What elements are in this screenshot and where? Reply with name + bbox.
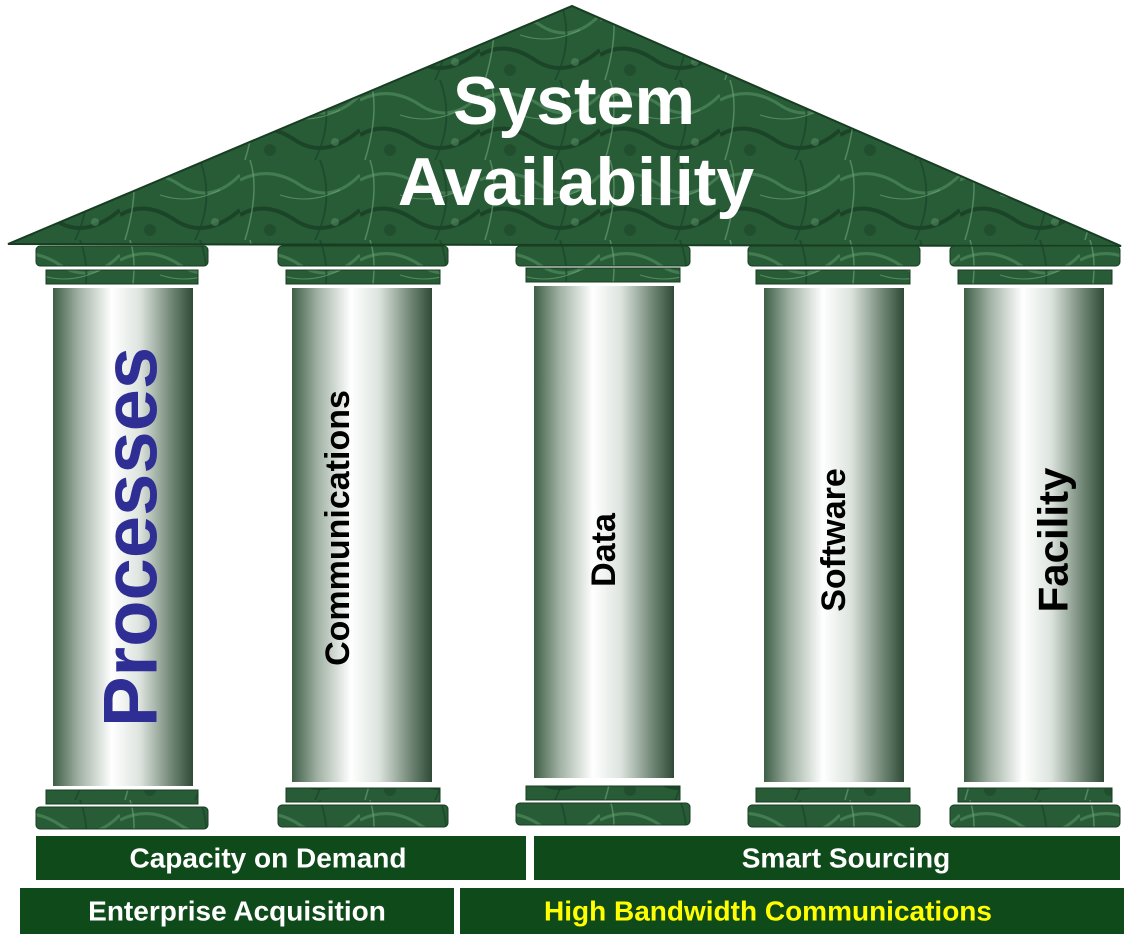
pillar-capital-bottom (285, 269, 441, 285)
pillar-base-top (285, 787, 441, 803)
pillar-capital-bottom (45, 269, 199, 285)
foundation-lower-left (20, 888, 454, 934)
pillar-label-software: Software (815, 468, 853, 612)
pillars: Processes Communications Data So (35, 245, 1121, 830)
pillar-capital-bottom (755, 269, 911, 285)
pillar-base-bottom (949, 804, 1121, 828)
pillar-capital-top (277, 245, 449, 267)
pillar-label-data: Data (585, 512, 623, 587)
pillar-base-bottom (35, 806, 209, 830)
pillar-base-bottom (277, 804, 449, 828)
pillar-shaft (292, 288, 432, 782)
pillar-shaft (53, 288, 193, 786)
roof-pediment (7, 4, 1122, 247)
pillar-processes: Processes (35, 245, 209, 830)
pillar-shaft (964, 288, 1104, 782)
foundation-lower-right-label: High Bandwidth Communications (544, 896, 992, 927)
pillar-communications: Communications (277, 245, 449, 828)
pillar-capital-top (35, 245, 209, 267)
pillar-label-facility: Facility (1030, 467, 1077, 612)
pillar-capital-top (515, 245, 691, 267)
pillar-base-top (755, 787, 911, 803)
foundation-lower-right (460, 888, 1124, 934)
pillar-shaft (534, 286, 674, 778)
pillar-base-top (957, 787, 1113, 803)
foundation-upper-right (534, 836, 1120, 880)
pillar-capital-bottom (525, 267, 681, 283)
foundation-upper-left (36, 836, 526, 880)
foundation-upper-right-label: Smart Sourcing (742, 843, 950, 874)
pillar-base-top (525, 785, 681, 801)
roof: System Availability (7, 4, 1122, 247)
pillar-capital-top (949, 245, 1121, 267)
foundation-upper-left-label: Capacity on Demand (130, 843, 407, 874)
pillar-software: Software (747, 245, 921, 828)
pillar-capital-bottom (957, 269, 1113, 285)
roof-title-line1: System (453, 63, 695, 139)
pillar-facility: Facility (949, 245, 1121, 828)
roof-title-line2: Availability (398, 144, 755, 220)
pillar-capital-top (747, 245, 921, 267)
foundation-lower-left-label: Enterprise Acquisition (88, 896, 386, 927)
foundation: Capacity on Demand Smart Sourcing Enterp… (20, 836, 1124, 934)
pillar-label-processes: Processes (89, 347, 174, 727)
pillar-label-communications: Communications (319, 390, 357, 666)
pillar-base-top (45, 789, 199, 805)
pillar-base-bottom (515, 802, 691, 826)
pillar-data: Data (515, 245, 691, 826)
pillar-shaft (764, 288, 904, 782)
pillar-base-bottom (747, 804, 921, 828)
